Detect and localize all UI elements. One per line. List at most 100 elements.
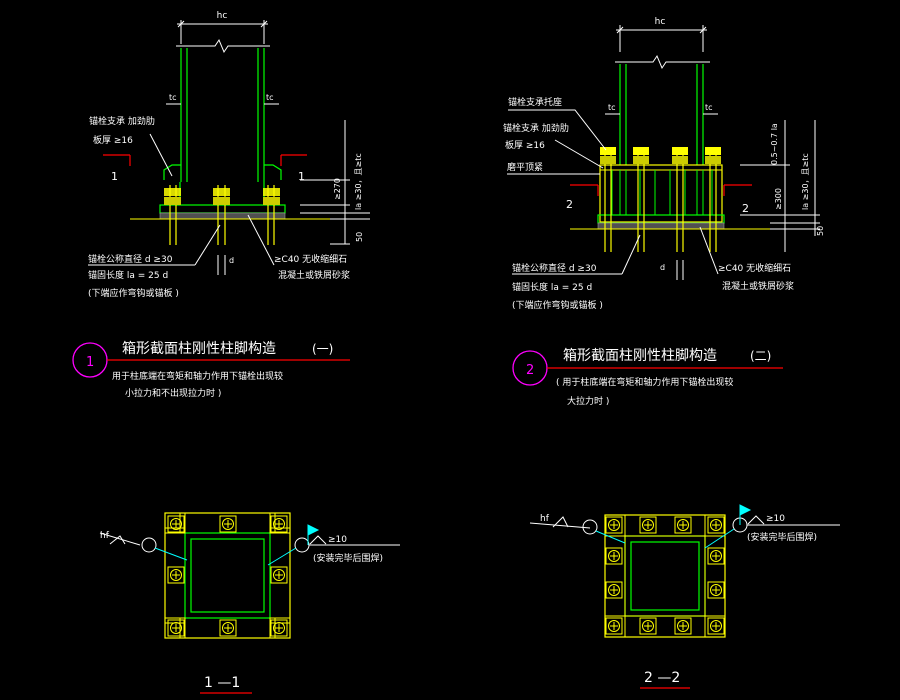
hf-label: hf — [540, 514, 550, 524]
nut — [672, 156, 688, 164]
section-mark-left: 1 — [111, 170, 118, 183]
grout-layer — [159, 212, 286, 220]
section-1-1-plan: hf ≥10 (安装完毕后围焊) 1 —1 — [99, 512, 400, 694]
base-plate-outline — [164, 512, 291, 639]
nut — [213, 188, 230, 196]
dim-50-label: 50 — [355, 232, 364, 242]
bolt-symbol — [605, 547, 623, 565]
detail-1-title-suffix: (一) — [312, 342, 333, 356]
nut — [633, 156, 649, 164]
section-2-label: 2 —2 — [644, 670, 680, 686]
tc-right-label: tc — [705, 103, 713, 112]
column-walls — [180, 48, 265, 182]
bolt-symbol — [605, 581, 623, 599]
note-anchor-len: 锚固长度 la = 25 d — [512, 281, 592, 293]
section-1-label: 1 —1 — [204, 675, 240, 691]
weld-note: (安装完毕后围焊) — [747, 531, 817, 543]
nut — [263, 197, 280, 205]
weld-size: ≥10 — [328, 535, 347, 545]
tc-left-label: tc — [169, 93, 177, 102]
weld-around-symbol — [141, 537, 157, 553]
bolt-symbol — [674, 516, 692, 534]
detail-1-desc-2: 小拉力和不出现拉力时 ) — [125, 387, 221, 399]
weld-note: (安装完毕后围焊) — [313, 552, 383, 564]
dim-vertical-label: la ≥30，且≥tc — [354, 153, 363, 210]
note-support-1: 锚栓支承 加劲肋 — [503, 122, 569, 134]
bolt-symbol — [167, 515, 185, 533]
hc-label: hc — [217, 11, 228, 21]
section-2-2-plan: hf ≥10 (安装完毕后围焊) 2 —2 — [529, 504, 840, 689]
note-seat: 锚栓支承托座 — [508, 96, 562, 108]
note-anchor-end: (下端应作弯钩或锚板 ) — [512, 299, 603, 311]
hc-label: hc — [655, 17, 666, 27]
note-d-label: d — [229, 256, 234, 265]
bolt-symbol — [219, 619, 237, 637]
detail-2-title-suffix: (二) — [750, 349, 771, 363]
note-grout-2: 混凝土或铁屑砂浆 — [722, 280, 794, 292]
bolt-symbol — [707, 516, 725, 534]
nut — [164, 197, 181, 205]
bolt-group-1 — [167, 515, 288, 637]
note-support-2: 板厚 ≥16 — [505, 139, 545, 151]
bolt-symbol — [639, 617, 657, 635]
note-support-1: 锚栓支承 加劲肋 — [89, 115, 155, 127]
note-anchor-len: 锚固长度 la = 25 d — [88, 269, 168, 281]
nut — [600, 147, 616, 155]
chair-stiffeners — [611, 170, 713, 215]
detail-1-number: 1 — [86, 355, 94, 370]
note-grind: 磨平顶紧 — [507, 162, 543, 173]
bolt-symbol — [707, 617, 725, 635]
nut — [600, 156, 616, 164]
nut — [705, 147, 721, 155]
tc-left-label: tc — [608, 103, 616, 112]
stiffener-right — [264, 164, 282, 180]
bolt-symbol — [605, 617, 623, 635]
detail-1-elevation: hc tc tc — [72, 11, 370, 399]
note-anchor-dia: 锚栓公称直径 d ≥30 — [88, 253, 173, 265]
section-mark-right: 1 — [298, 170, 305, 183]
dim-270-label: ≥270 — [333, 178, 342, 200]
section-mark-left: 2 — [566, 198, 573, 211]
nut — [213, 197, 230, 205]
weld-size: ≥10 — [766, 514, 785, 524]
detail-2-desc-1: ( 用于柱底端在弯矩和轴力作用下锚栓出现较 — [556, 376, 733, 388]
section-mark-right: 2 — [742, 202, 749, 215]
dim-vertical-1-label: 0.5~0.7 la — [770, 123, 779, 165]
column-box — [184, 532, 271, 619]
tc-right-label: tc — [266, 93, 274, 102]
detail-2-title: 箱形截面柱刚性柱脚构造 — [563, 348, 717, 364]
bolt-symbol — [270, 619, 288, 637]
bolt-symbol — [707, 547, 725, 565]
bolt-symbol — [270, 515, 288, 533]
note-anchor-dia: 锚栓公称直径 d ≥30 — [512, 262, 597, 274]
anchor-chair — [599, 164, 723, 223]
base-plate-outline — [604, 514, 726, 638]
stiffener-plates — [605, 515, 725, 637]
bolt-symbol — [674, 617, 692, 635]
dim-vertical-2-label: la ≥30，且≥tc — [801, 153, 810, 210]
nut — [672, 147, 688, 155]
grout-layer — [597, 222, 725, 230]
note-grout-1: ≥C40 无收缩细石 — [718, 262, 791, 274]
note-d-label: d — [660, 263, 665, 272]
note-anchor-end: (下端应作弯钩或锚板 ) — [88, 287, 179, 299]
bolt-symbol — [270, 566, 288, 584]
note-grout-1: ≥C40 无收缩细石 — [274, 253, 347, 265]
bolt-group-2 — [605, 516, 725, 635]
bolt-symbol — [707, 581, 725, 599]
dim-300-label: ≥300 — [774, 188, 783, 210]
weld-around-symbol — [582, 519, 598, 535]
detail-1-title: 箱形截面柱刚性柱脚构造 — [122, 341, 276, 357]
bolt-symbol — [167, 619, 185, 637]
nut — [263, 188, 280, 196]
anchor-bolts — [164, 185, 280, 245]
anchor-bolts — [600, 147, 721, 252]
detail-1-desc-1: 用于柱底端在弯矩和轴力作用下锚栓出现较 — [112, 370, 283, 382]
dim-50-label: 50 — [816, 226, 825, 236]
nut — [705, 156, 721, 164]
note-grout-2: 混凝土或铁屑砂浆 — [278, 269, 350, 281]
bolt-symbol — [605, 516, 623, 534]
detail-2-number: 2 — [526, 363, 534, 378]
